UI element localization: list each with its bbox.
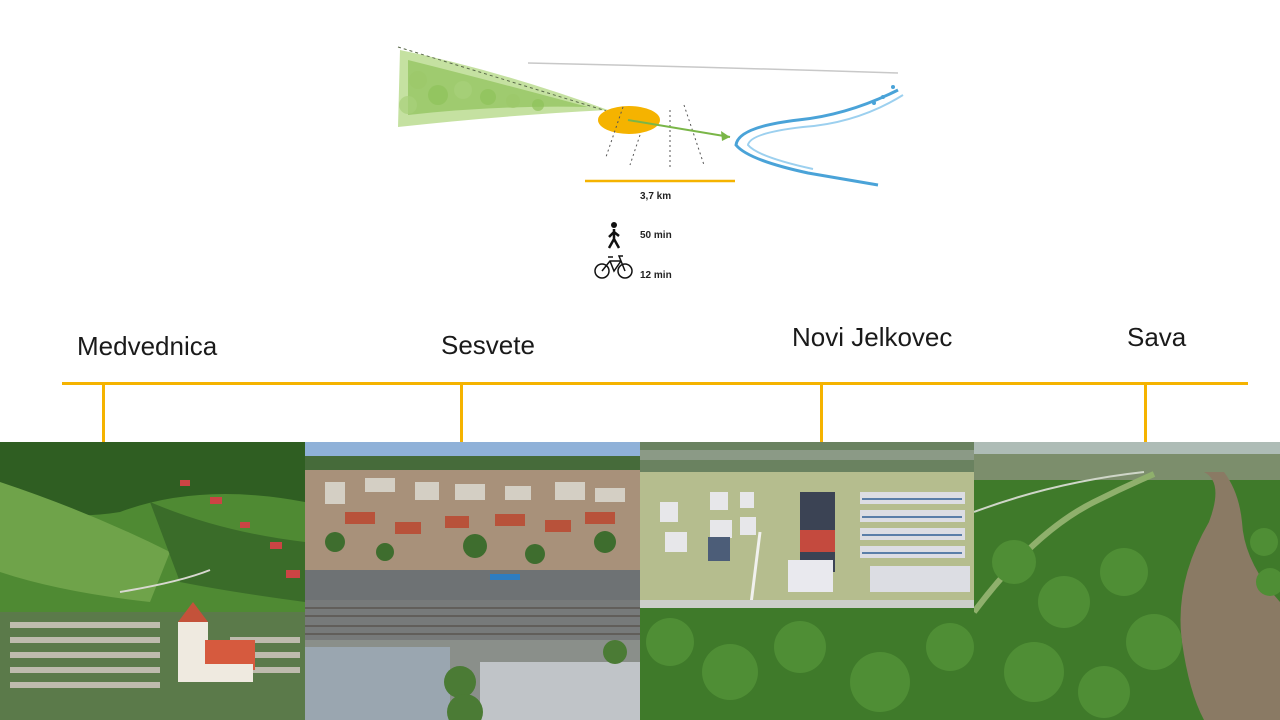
- label-novi-jelkovec: Novi Jelkovec: [792, 322, 953, 352]
- timeline-tick-novi-jelkovec: [820, 384, 823, 472]
- bike-time-label: 12 min: [640, 270, 672, 281]
- timeline-tick-medvednica: [102, 384, 105, 472]
- dotted-rays: [605, 104, 705, 170]
- label-sava: Sava: [1127, 322, 1187, 352]
- photo-novi-jelkovec: [640, 442, 974, 720]
- timeline-tick-sesvete: [460, 384, 463, 472]
- photo-medvednica: [0, 442, 305, 720]
- sketch-drawing: [397, 46, 904, 279]
- horizon-line: [527, 62, 899, 74]
- direction-arrow: [627, 119, 731, 138]
- forest-sketch: [397, 46, 614, 127]
- pedestrian-icon: [607, 222, 621, 249]
- timeline-line: [62, 382, 1248, 385]
- walk-time-label: 50 min: [640, 230, 672, 241]
- label-medvednica: Medvednica: [77, 331, 218, 361]
- photo-sava: [974, 442, 1280, 720]
- river-sketch: [734, 85, 904, 187]
- timeline-tick-sava: [1144, 384, 1147, 472]
- distance-label: 3,7 km: [640, 191, 672, 202]
- photo-sesvete: [305, 442, 640, 720]
- label-sesvete: Sesvete: [441, 330, 535, 360]
- route-sketch: 3,7 km 50 min 12 min: [378, 35, 918, 285]
- bicycle-icon: [594, 255, 633, 279]
